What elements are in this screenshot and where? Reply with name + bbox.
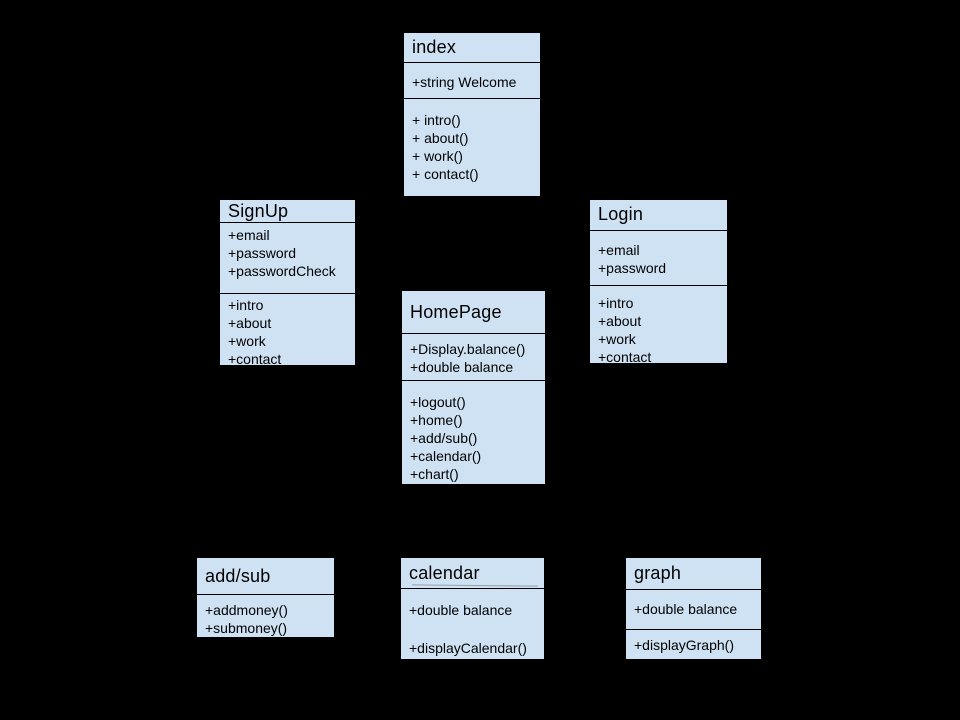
method-line: + work() (412, 148, 463, 164)
method-line: +about (228, 314, 272, 331)
class-attributes: +Display.balance() +double balance (402, 333, 545, 380)
class-attributes: +email +password (590, 229, 727, 286)
method-line: +displayGraph() (634, 637, 734, 653)
method-line: +work (228, 332, 266, 349)
attribute-line: +Display.balance() (410, 341, 526, 357)
class-title-text: Login (598, 204, 644, 225)
class-box-login: Login +email +password +intro +about +wo… (589, 199, 728, 364)
method-line: + about() (412, 130, 469, 146)
class-title-text: graph (634, 563, 682, 583)
class-box-signup: SignUp +email +password +passwordCheck +… (219, 199, 356, 366)
method-line: +contact (228, 350, 282, 365)
class-methods: +addmoney() +submoney() (197, 594, 334, 637)
class-members: +double balance +displayCalendar() (401, 588, 544, 659)
class-title: HomePage (402, 291, 545, 333)
class-methods: +intro +about +work +contact (590, 285, 727, 363)
class-box-index: index +string Welcome + intro() + about(… (403, 32, 541, 197)
class-attributes: +double balance (626, 589, 761, 629)
attribute-line: +double balance (409, 602, 513, 618)
class-attributes: +string Welcome (404, 62, 540, 98)
method-line: +logout() (410, 394, 466, 410)
method-line: +about (598, 313, 642, 330)
class-title-text: HomePage (410, 301, 502, 322)
method-line: +submoney() (205, 620, 288, 636)
class-methods: +logout() +home() +add/sub() +calendar()… (402, 380, 545, 484)
class-box-addsub: add/sub +addmoney() +submoney() (196, 557, 335, 638)
method-line: + contact() (412, 166, 479, 182)
method-line: +work (598, 331, 636, 348)
attribute-line: +email (228, 227, 270, 244)
method-line: +addmoney() (205, 602, 288, 618)
class-title: Login (590, 200, 727, 230)
calendar-underline-artifact (412, 584, 539, 587)
class-box-calendar: calendar +double balance +displayCalenda… (400, 557, 545, 660)
class-title: SignUp (220, 200, 355, 222)
method-line: + intro() (412, 112, 461, 128)
class-title: calendar (401, 558, 544, 588)
class-title: graph (626, 558, 761, 589)
attribute-line: +double balance (634, 601, 738, 617)
method-line: +chart() (410, 466, 459, 482)
method-line: +home() (410, 412, 463, 428)
attribute-line: +password (228, 245, 297, 262)
attribute-line: +passwordCheck (228, 263, 336, 280)
class-title: add/sub (197, 558, 334, 594)
method-line: +intro (228, 296, 264, 313)
class-title: index (404, 33, 540, 62)
method-line: +add/sub() (410, 430, 478, 446)
attribute-line: +password (598, 259, 667, 276)
class-box-graph: graph +double balance +displayGraph() (625, 557, 762, 660)
method-line: +intro (598, 295, 634, 312)
attribute-line: +string Welcome (412, 74, 517, 90)
class-methods: + intro() + about() + work() + contact() (404, 98, 540, 196)
class-title-text: SignUp (228, 200, 289, 221)
class-title-text: add/sub (205, 565, 271, 586)
class-title-text: index (412, 37, 457, 57)
class-attributes: +email +password +passwordCheck (220, 222, 355, 292)
attribute-line: +email (598, 241, 640, 258)
method-line: +displayCalendar() (409, 640, 527, 656)
class-title-text: calendar (409, 562, 480, 583)
class-methods: +intro +about +work +contact (220, 292, 355, 365)
class-methods: +displayGraph() (626, 629, 761, 659)
class-box-homepage: HomePage +Display.balance() +double bala… (401, 290, 546, 485)
method-line: +calendar() (410, 448, 482, 464)
attribute-line: +double balance (410, 359, 514, 375)
method-line: +contact (598, 349, 652, 363)
